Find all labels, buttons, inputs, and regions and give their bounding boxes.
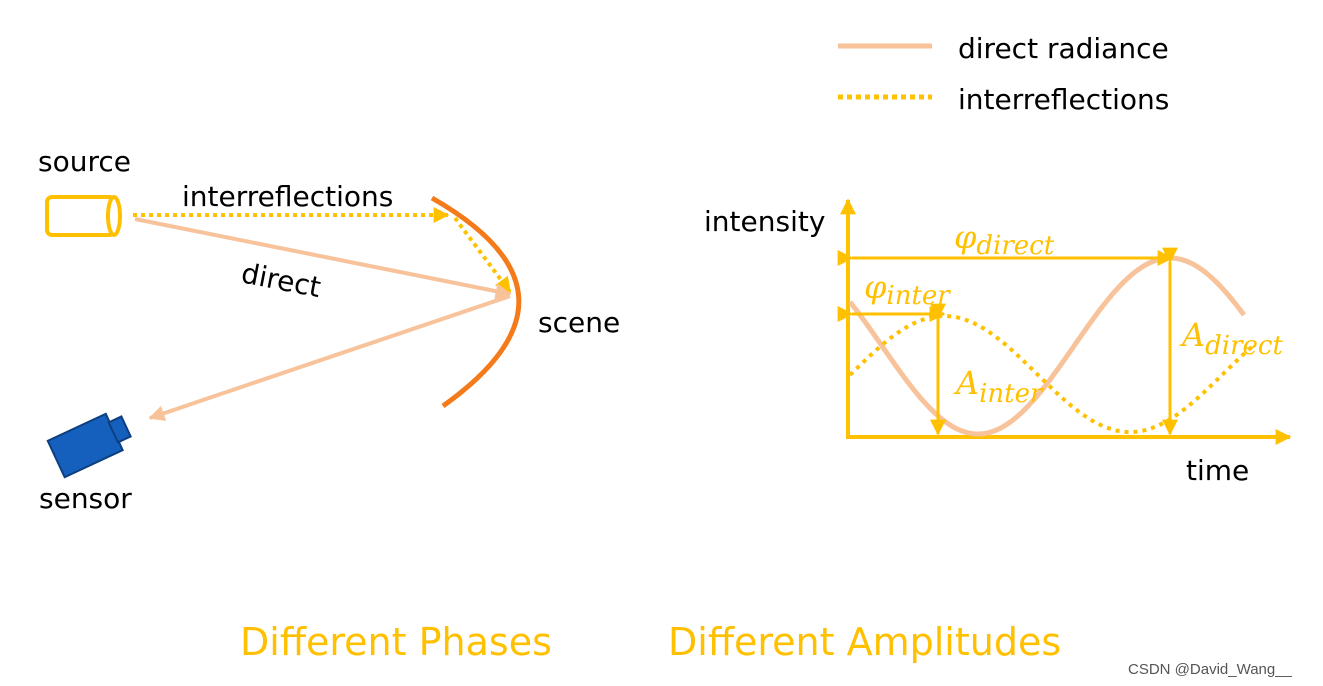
caption-amplitudes: Different Amplitudes — [668, 620, 1061, 664]
scene-label: scene — [538, 306, 620, 339]
intensity-plot: intensity time φdirect φinter Adirect Ai… — [704, 198, 1292, 487]
scene-surface — [430, 195, 522, 409]
caption-phases: Different Phases — [240, 620, 552, 664]
legend: direct radiance interreflections — [838, 32, 1169, 116]
a-inter-label: Ainter — [953, 364, 1044, 409]
x-axis-label: time — [1186, 454, 1249, 487]
sensor-icon — [46, 412, 132, 479]
y-axis-label: intensity — [704, 205, 825, 238]
direct-radiance-curve — [848, 255, 1247, 437]
direct-path-in — [134, 217, 512, 300]
direct-path-out — [148, 294, 511, 421]
a-direct-label: Adirect — [1179, 316, 1283, 361]
phi-inter-label: φinter — [864, 268, 951, 311]
watermark: CSDN @David_Wang__ — [1128, 661, 1293, 678]
source-icon — [45, 195, 122, 237]
legend-direct-label: direct radiance — [958, 32, 1169, 65]
interreflection-path-label: interreflections — [182, 180, 393, 213]
scene-diagram: source interreflections direct scene sen… — [38, 145, 620, 515]
direct-path-label: direct — [239, 256, 324, 304]
phi-direct-label: φdirect — [954, 218, 1055, 261]
sensor-label: sensor — [39, 482, 132, 515]
legend-inter-label: interreflections — [958, 83, 1169, 116]
source-label: source — [38, 145, 131, 178]
